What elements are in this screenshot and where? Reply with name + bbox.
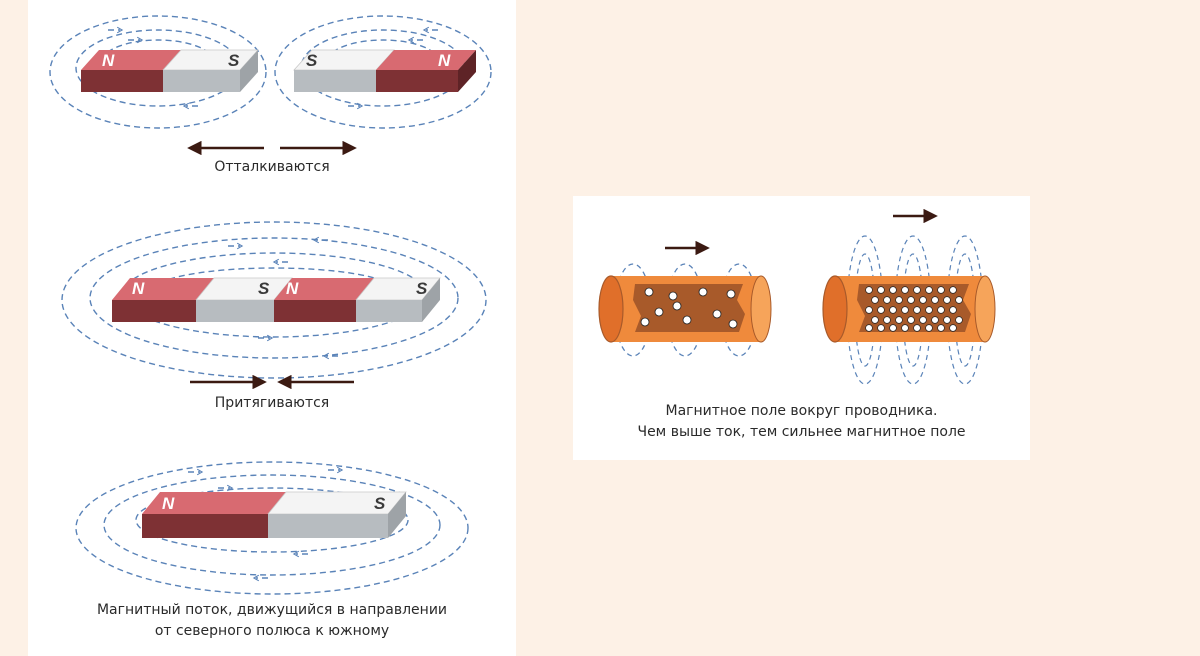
pole-label: S: [416, 279, 428, 298]
conductor-cutaway-low: [633, 284, 745, 332]
repel-diagram: [49, 15, 492, 156]
pole-label: N: [132, 279, 145, 298]
pole-label: S: [258, 279, 270, 298]
magnets-illustration: N S S N N S N S N S: [49, 15, 492, 595]
pole-label: N: [286, 279, 299, 298]
conductor-low-current: [598, 240, 772, 357]
pole-label: N: [438, 51, 451, 70]
caption-attract: Притягиваются: [214, 395, 330, 411]
conductor-panel: Магнитное поле вокруг проводника. Чем вы…: [573, 196, 1030, 460]
pole-label: S: [306, 51, 318, 70]
caption-flux: Магнитный поток, движущийся в направлени…: [96, 602, 448, 639]
pole-label: N: [162, 494, 175, 513]
flux-diagram: [75, 461, 469, 595]
caption-conductor: Магнитное поле вокруг проводника. Чем вы…: [637, 403, 966, 440]
pole-label: S: [374, 494, 386, 513]
attract-diagram: [61, 221, 487, 390]
conductor-high-current: [822, 208, 996, 385]
electrons-low: [640, 287, 738, 329]
pole-label: N: [102, 51, 115, 70]
conductor-illustration: [598, 208, 996, 385]
magnet-repel-right: [293, 49, 476, 92]
magnet-attract-right: [274, 277, 441, 322]
caption-repel: Отталкиваются: [214, 159, 330, 175]
pole-label: S: [228, 51, 240, 70]
magnets-panel: N S S N N S N S N S Отталкиваются Притяг…: [28, 0, 516, 656]
magnet-flux: [142, 491, 407, 538]
field-lines-flux: [75, 461, 469, 595]
electrons-high: [865, 286, 963, 332]
magnet-attract-left: [112, 277, 293, 322]
magnet-repel-left: [81, 49, 259, 92]
